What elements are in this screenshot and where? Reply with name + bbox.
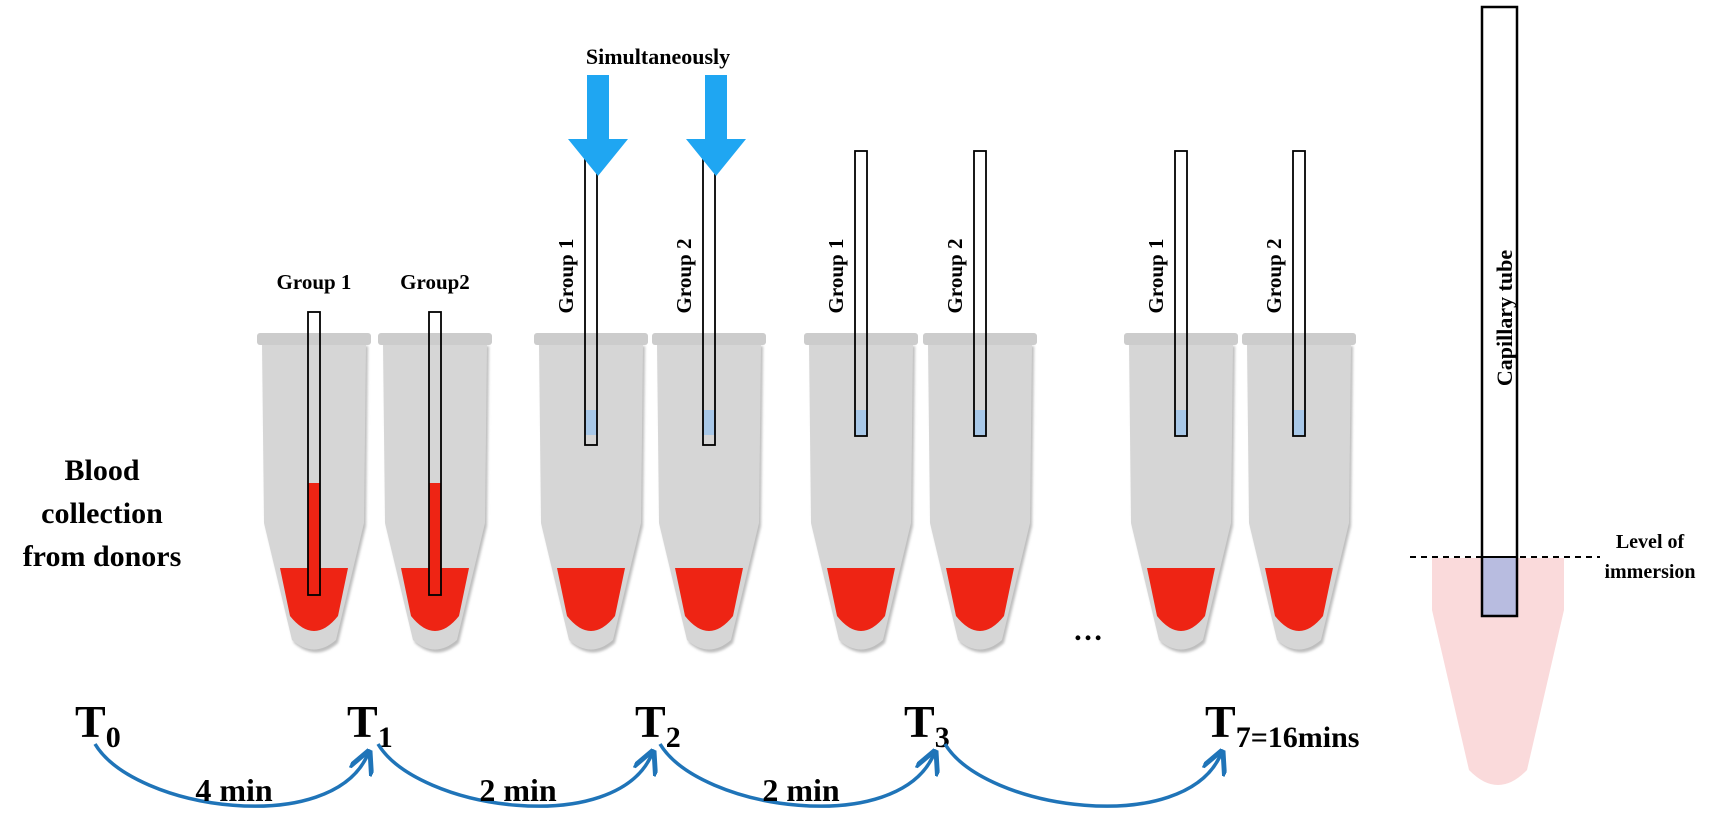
timepoint-subscript: 2 bbox=[666, 721, 681, 754]
timepoint-main: T bbox=[347, 696, 378, 747]
capillary-plasma bbox=[855, 410, 867, 435]
interval-arrow bbox=[376, 743, 652, 808]
capillary-label: Capillary tube bbox=[1492, 250, 1517, 387]
capillary-tube-small bbox=[973, 150, 987, 437]
capillary-tube-small bbox=[1174, 150, 1188, 437]
microtube-cap bbox=[534, 333, 648, 345]
microtube-cap bbox=[804, 333, 918, 345]
down-arrow-icon bbox=[568, 75, 628, 176]
group-label: Group2 bbox=[400, 270, 470, 294]
capillary-tube-small bbox=[307, 311, 321, 596]
faded-microtube bbox=[1432, 558, 1564, 785]
timepoint-label: T1 bbox=[347, 696, 393, 754]
interval-arrow bbox=[93, 743, 368, 808]
timepoint-label: T7=16mins bbox=[1205, 696, 1359, 754]
title-line-2: collection bbox=[41, 497, 163, 530]
interval-arrow bbox=[943, 743, 1221, 808]
immersion-label-line-2: immersion bbox=[1604, 561, 1695, 583]
capillary-plasma bbox=[703, 410, 715, 435]
capillary-tube-small bbox=[854, 150, 868, 437]
capillary-plasma bbox=[974, 410, 986, 435]
timepoint-subscript: 7=16mins bbox=[1236, 721, 1360, 754]
microtube-cap bbox=[1124, 333, 1238, 345]
capillary-detail: Capillary tube Level of immersion bbox=[1410, 5, 1696, 785]
timepoint-main: T bbox=[75, 696, 106, 747]
group-label: Group 1 bbox=[824, 239, 848, 314]
interval-label: 2 min bbox=[479, 772, 557, 808]
timepoint-label: T2 bbox=[635, 696, 681, 754]
blood-sample bbox=[675, 568, 743, 631]
group-label: Group 2 bbox=[672, 239, 696, 314]
microtube: Group 2 bbox=[1242, 150, 1356, 653]
microtube-cap bbox=[257, 333, 371, 345]
capillary-tube bbox=[1480, 5, 1519, 618]
microtube-cap bbox=[378, 333, 492, 345]
microtube-cap bbox=[923, 333, 1037, 345]
microtube: Group2 bbox=[378, 270, 492, 653]
blood-sample bbox=[827, 568, 895, 631]
blood-sample bbox=[557, 568, 625, 631]
immersion-label-line-1: Level of bbox=[1616, 531, 1685, 553]
timepoint-subscript: 0 bbox=[106, 721, 121, 754]
capillary-tube-small bbox=[1292, 150, 1306, 437]
microtube: Group 1 bbox=[804, 150, 918, 653]
capillary-blood bbox=[429, 483, 441, 595]
microtube-cap bbox=[652, 333, 766, 345]
microtube: Group 1 bbox=[1124, 150, 1238, 653]
group-label: Group 2 bbox=[943, 239, 967, 314]
timepoint-subscript: 1 bbox=[378, 721, 393, 754]
title-line-1: Blood bbox=[64, 454, 139, 487]
microtube: Group 2 bbox=[652, 159, 766, 653]
capillary-plasma bbox=[1293, 410, 1305, 435]
group-label: Group 1 bbox=[277, 270, 352, 294]
group-label: Group 2 bbox=[1262, 239, 1286, 314]
interval-label: 2 min bbox=[762, 772, 840, 808]
microtube: Group 2 bbox=[923, 150, 1037, 653]
down-arrow-icon bbox=[686, 75, 746, 176]
microtube-cap bbox=[1242, 333, 1356, 345]
capillary-plasma bbox=[1175, 410, 1187, 435]
group-label: Group 1 bbox=[1144, 239, 1168, 314]
capillary-tube-lower bbox=[1481, 556, 1518, 617]
interval-arrow bbox=[658, 743, 934, 808]
timepoint-main: T bbox=[904, 696, 935, 747]
blood-sample bbox=[1265, 568, 1333, 631]
group-label: Group 1 bbox=[554, 239, 578, 314]
timepoint-label: T3 bbox=[904, 696, 950, 754]
capillary-tube-small bbox=[428, 311, 442, 596]
blood-sample bbox=[401, 568, 469, 631]
capillary-blood bbox=[308, 483, 320, 595]
blood-sample bbox=[946, 568, 1014, 631]
timepoint-label: T0 bbox=[75, 696, 121, 754]
capillary-plasma bbox=[585, 410, 597, 435]
simultaneously-label: Simultaneously bbox=[586, 44, 730, 69]
blood-sample bbox=[280, 568, 348, 631]
timepoint-main: T bbox=[1205, 696, 1236, 747]
interval-label: 4 min bbox=[195, 772, 273, 808]
microtube: Group 1 bbox=[257, 270, 371, 653]
ellipsis: … bbox=[1073, 614, 1103, 647]
microtube-group: Group 1 Group2 Group 1 Group 2 Group 1 Group … bbox=[257, 75, 1356, 653]
blood-sample bbox=[1147, 568, 1215, 631]
timepoint-main: T bbox=[635, 696, 666, 747]
microtube: Group 1 bbox=[534, 159, 648, 653]
title-line-3: from donors bbox=[23, 540, 182, 573]
